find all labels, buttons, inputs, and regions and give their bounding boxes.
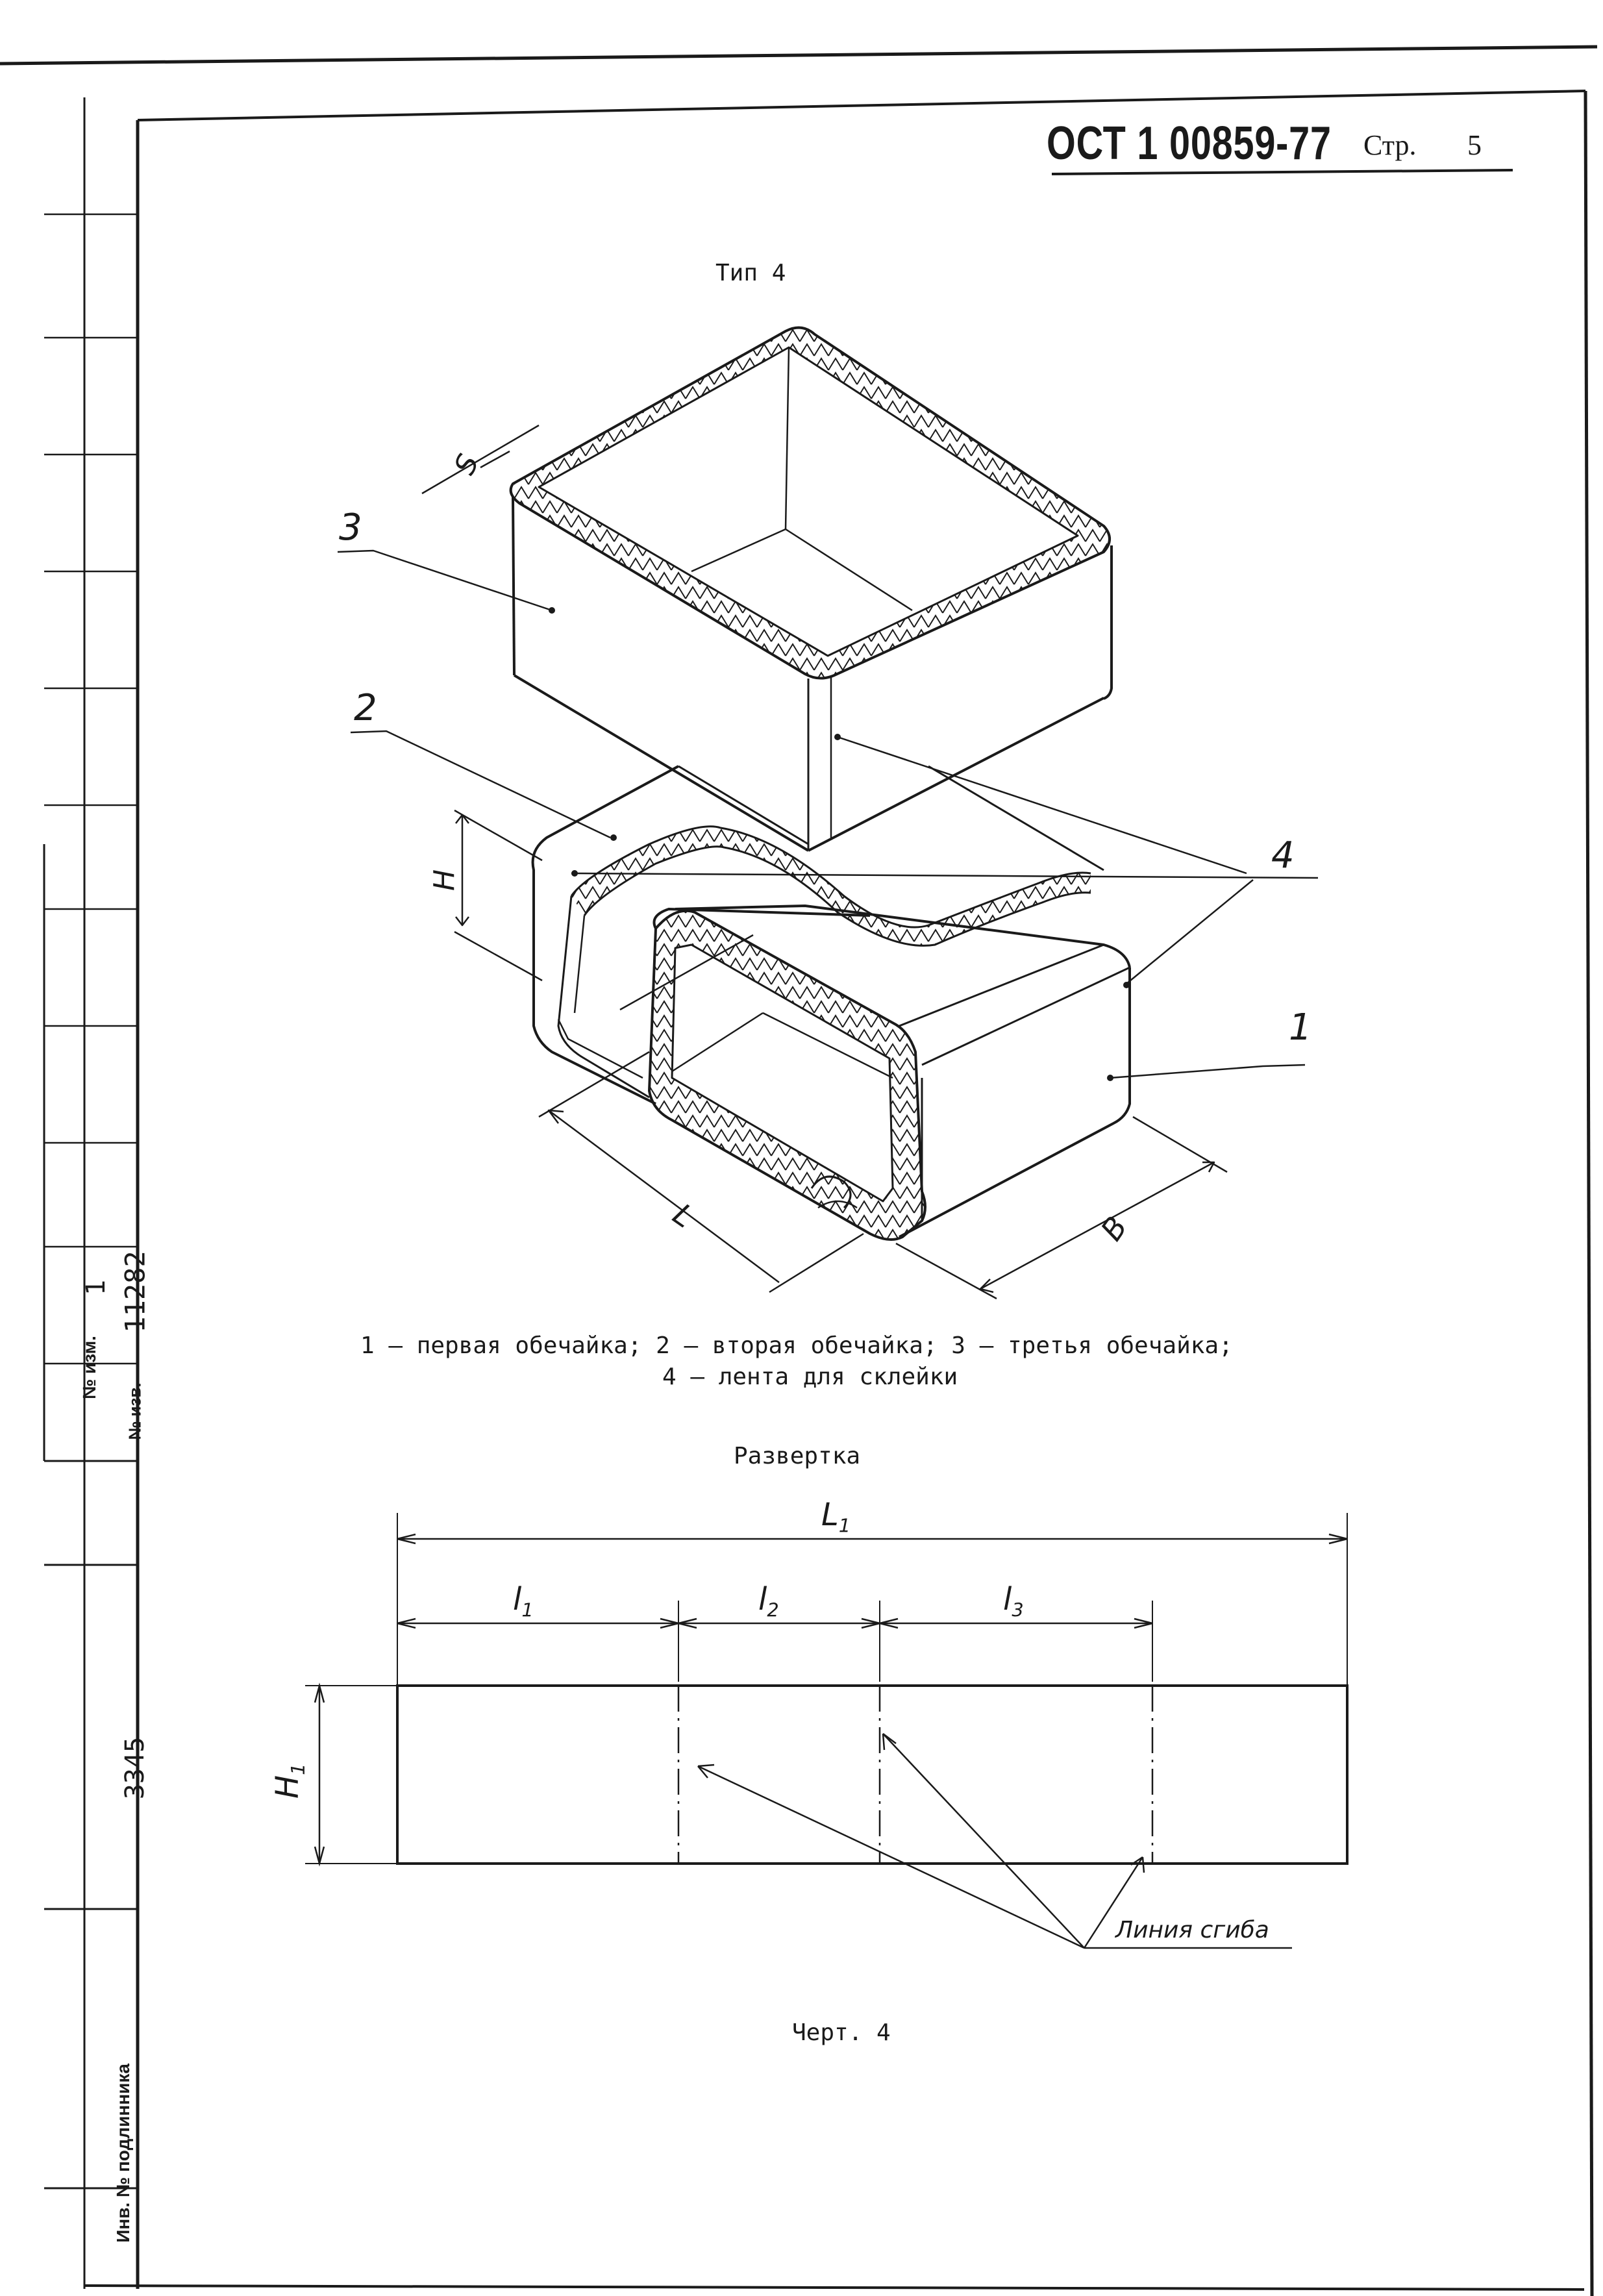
label-h1: H1 <box>269 1763 310 1799</box>
dim-l <box>538 1051 864 1293</box>
label-l3: l3 <box>1003 1581 1024 1621</box>
sleeve-3 <box>509 326 1113 852</box>
stamp-izm-value: 1 <box>81 1279 111 1296</box>
label-part-1: 1 <box>1289 1006 1312 1049</box>
label-part-3: 3 <box>339 506 362 549</box>
stamp-izv-value: 11282 <box>119 1251 151 1333</box>
drawing-caption: Черт. 4 <box>792 2019 891 2046</box>
leader-lines <box>337 549 1319 1079</box>
legend-line-1: 1 – первая обечайка; 2 – вторая обечайка… <box>360 1332 1233 1359</box>
top-edge-line <box>0 45 1598 66</box>
stamp-inv-label: Инв. № подлинника <box>113 2064 133 2243</box>
stamp-izm-label: № изм. <box>79 1336 99 1399</box>
dim-s <box>421 424 540 495</box>
label-part-2: 2 <box>354 687 377 729</box>
label-l1-total: L1 <box>821 1497 851 1537</box>
stamp-sheet-value: 3345 <box>120 1736 150 1800</box>
dim-h <box>454 809 543 982</box>
label-l2: l2 <box>758 1581 779 1621</box>
label-l1: l1 <box>513 1581 534 1621</box>
frame-bottom <box>84 2284 1585 2291</box>
fold-line-label: Линия сгиба <box>1115 1917 1269 1943</box>
blank-rectangle <box>396 1684 1348 1865</box>
frame-right <box>1584 90 1594 2296</box>
page-number: 5 <box>1467 129 1482 161</box>
page-label: Стр. <box>1363 129 1417 161</box>
label-part-4: 4 <box>1271 834 1295 877</box>
stamp-izv-label: № изв. <box>125 1382 145 1440</box>
sleeve-1 <box>648 905 1131 1241</box>
frame-top <box>137 90 1586 121</box>
dim-b <box>895 1116 1228 1300</box>
unfolding-title: Развертка <box>734 1443 861 1469</box>
leader-dots <box>549 607 1130 1081</box>
standard-code: ОСТ 1 00859-77 <box>1047 118 1332 169</box>
header-underline <box>1051 169 1513 175</box>
figure-type-label: Тип 4 <box>715 260 786 286</box>
sleeve-2 <box>531 765 1104 1105</box>
legend-line-2: 4 – лента для склейки <box>662 1364 958 1390</box>
